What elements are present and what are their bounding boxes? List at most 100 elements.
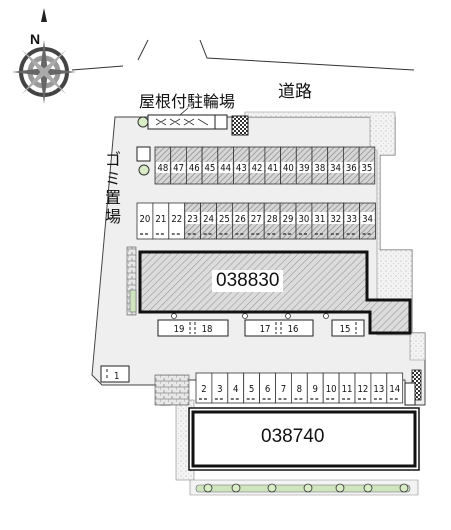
parking-stall: 13 — [370, 372, 388, 404]
parking-stall: 26 — [231, 202, 249, 240]
bollard-icon — [171, 313, 177, 319]
parking-stall: 24 — [200, 202, 217, 240]
stall-number: 21 — [155, 214, 166, 225]
parking-stall: 40 — [280, 146, 297, 185]
stall-number: 31 — [314, 214, 325, 225]
stall-number: 17 — [260, 324, 271, 335]
building-a — [126, 246, 412, 335]
parking-stall: 44 — [217, 146, 234, 185]
stall-number: 30 — [299, 214, 310, 225]
stall-number: 26 — [235, 214, 246, 225]
parking-stall: 10 — [322, 372, 340, 404]
stall-number: 5 — [249, 384, 254, 395]
parking-stall: 28 — [263, 202, 281, 240]
parking-stall: 20 — [136, 202, 154, 240]
stall-number: 7 — [281, 384, 286, 395]
parking-stall: 4 — [227, 372, 245, 404]
parking-stall: 30 — [295, 202, 313, 240]
parking-stall: 21 — [152, 202, 170, 240]
hedge-a — [129, 289, 137, 313]
parking-stall: 25 — [216, 202, 233, 240]
stall-number: 3 — [217, 384, 222, 395]
stall-number: 35 — [362, 163, 373, 174]
building-b-code: 038740 — [257, 426, 329, 448]
stall-number: 18 — [202, 324, 213, 335]
building-b — [188, 407, 420, 471]
parking-stall: 27 — [247, 202, 265, 240]
stall-number: 8 — [297, 384, 302, 395]
stall-number: 43 — [236, 163, 247, 174]
road-label: 道路 — [278, 82, 312, 102]
tree-icon — [231, 483, 241, 493]
parking-stall: 41 — [264, 146, 281, 185]
tree-icon — [335, 483, 345, 493]
stall-number: 40 — [283, 163, 294, 174]
stall-number: 13 — [373, 384, 384, 395]
parking-stall: 47 — [170, 146, 187, 185]
garbage-area-label: ゴミ置場 — [104, 150, 121, 226]
stall-number: 48 — [157, 163, 168, 174]
bike-parking-label: 屋根付駐輪場 — [139, 92, 236, 111]
stall-number: 44 — [220, 163, 231, 174]
parking-stall: 36 — [342, 146, 360, 185]
tree-icon — [399, 483, 409, 493]
stall-number: 46 — [189, 163, 200, 174]
parking-stall: 35 — [358, 146, 376, 185]
bike-parking — [137, 107, 249, 136]
stall-number: 34 — [330, 163, 341, 174]
bollard-icon — [285, 313, 291, 319]
parking-stall: 39 — [295, 146, 313, 185]
parking-stall: 12 — [354, 372, 372, 404]
tree-icon — [363, 483, 373, 493]
parking-stall: 23 — [184, 202, 201, 240]
parking-stall: 9 — [306, 372, 324, 404]
parking-stall-group: 15 — [331, 319, 365, 337]
stall-number: 25 — [219, 214, 230, 225]
stall-number: 11 — [342, 384, 353, 395]
stall-number: 4 — [233, 384, 238, 395]
parking-stall: 7 — [275, 372, 292, 404]
garbage-area — [136, 146, 151, 176]
stall-number: 12 — [358, 384, 369, 395]
parking-stall: 48 — [154, 146, 172, 185]
parking-stall: 11 — [338, 372, 356, 404]
stall-number: 6 — [265, 384, 270, 395]
parking-stall: 42 — [248, 146, 266, 185]
stall-number: 10 — [326, 384, 337, 395]
stall-number: 29 — [283, 214, 294, 225]
stall-number: 15 — [340, 324, 351, 335]
spot-number: 1 — [114, 371, 119, 382]
parking-stall: 5 — [243, 372, 260, 404]
tree-icon — [203, 483, 213, 493]
tree-icon — [267, 483, 277, 493]
stall-number: 27 — [251, 214, 262, 225]
parking-spot-1: 1 — [100, 365, 130, 383]
stall-number: 41 — [267, 163, 278, 174]
parking-stall: 6 — [259, 372, 276, 404]
stall-number: 28 — [267, 214, 278, 225]
compass-n-label: N — [30, 31, 40, 47]
tree-icon — [303, 483, 313, 493]
stall-number: 39 — [299, 163, 310, 174]
stall-number: 45 — [205, 163, 216, 174]
bollard-icon — [323, 313, 329, 319]
stall-number: 47 — [173, 163, 184, 174]
parking-stall: 34 — [359, 202, 376, 240]
parking-stall: 29 — [279, 202, 297, 240]
brick-wall-a — [126, 246, 137, 316]
utility-box — [404, 382, 416, 406]
tree-icon — [137, 116, 149, 128]
stall-number: 9 — [313, 384, 318, 395]
stall-number: 22 — [171, 214, 182, 225]
stall-number: 42 — [252, 163, 263, 174]
building-a-code: 038830 — [212, 270, 284, 292]
bottom-hedge — [189, 479, 419, 496]
parking-stall: 38 — [311, 146, 329, 185]
parking-stall: 33 — [343, 202, 361, 240]
stall-number: 19 — [174, 324, 185, 335]
parking-stall: 22 — [168, 202, 186, 240]
stall-number: 32 — [330, 214, 341, 225]
